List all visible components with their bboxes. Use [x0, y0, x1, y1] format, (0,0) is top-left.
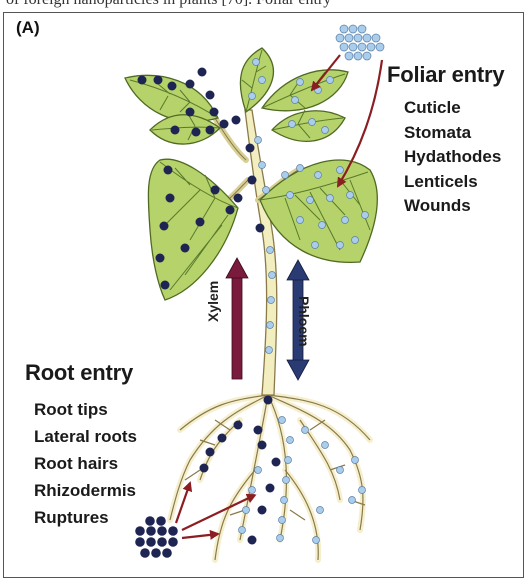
- leaf-top-right: [262, 70, 348, 111]
- foliar-item-cuticle: Cuticle: [404, 96, 501, 121]
- foliar-item-hydathodes: Hydathodes: [404, 145, 501, 170]
- root-item-lateral-roots: Lateral roots: [34, 423, 137, 450]
- foliar-item-lenticels: Lenticels: [404, 170, 501, 195]
- xylem-label: Xylem: [205, 281, 221, 322]
- root-entry-heading: Root entry: [25, 360, 133, 386]
- xylem-arrow: [226, 258, 248, 379]
- root-item-ruptures: Ruptures: [34, 504, 137, 531]
- panel-label: (A): [16, 18, 40, 38]
- root-item-root-hairs: Root hairs: [34, 450, 137, 477]
- foliar-item-stomata: Stomata: [404, 121, 501, 146]
- root-item-rhizodermis: Rhizodermis: [34, 477, 137, 504]
- foliar-entry-list: Cuticle Stomata Hydathodes Lenticels Wou…: [404, 96, 501, 219]
- stem: [215, 110, 298, 395]
- phloem-label: Phloem: [296, 296, 312, 347]
- leaves: [125, 48, 377, 300]
- root-arrow-lower: [182, 534, 218, 538]
- root-item-root-tips: Root tips: [34, 396, 137, 423]
- foliar-entry-heading: Foliar entry: [387, 62, 504, 88]
- root-entry-list: Root tips Lateral roots Root hairs Rhizo…: [34, 396, 137, 531]
- foliar-item-wounds: Wounds: [404, 194, 501, 219]
